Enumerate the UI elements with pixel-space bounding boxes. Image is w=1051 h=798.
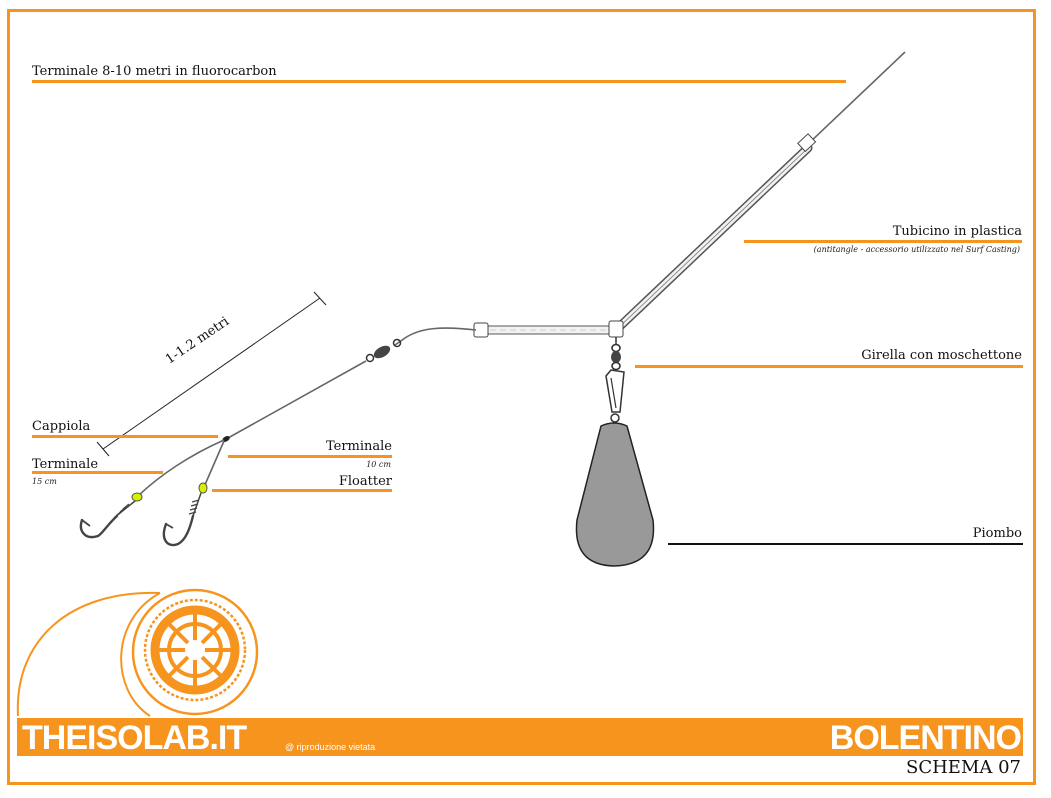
label-tubicino-note: (antitangle - accessorio utilizzato nel …	[813, 245, 1020, 254]
bar-piombo	[668, 543, 1023, 545]
bar-girella	[635, 365, 1023, 368]
label-terminale-15-note: 15 cm	[32, 477, 57, 486]
hook-2	[162, 492, 202, 547]
footer-band	[17, 718, 1023, 756]
floatter-bead-1	[131, 492, 143, 502]
diagram-title: BOLENTINO	[829, 719, 1022, 757]
logo-mark	[16, 588, 259, 717]
label-terminale-10-note: 10 cm	[366, 460, 391, 469]
hook-1	[79, 500, 136, 539]
label-tubicino: Tubicino in plastica	[892, 224, 1022, 239]
length-dimension	[96, 291, 327, 457]
diagram-subtitle: SCHEMA 07	[906, 757, 1021, 778]
snood-line	[227, 360, 367, 439]
label-terminale-10: Terminale	[325, 439, 392, 454]
antitangle-tube	[611, 133, 817, 335]
bar-fluorocarbon	[32, 80, 846, 83]
floatter-bead-2	[198, 482, 208, 494]
label-cappiola: Cappiola	[32, 419, 91, 434]
bar-tubicino	[744, 240, 1022, 243]
sinker	[575, 422, 655, 567]
brand-name: THEISOLAB.IT	[22, 719, 247, 757]
bar-terminale-15	[32, 471, 163, 474]
label-terminale-15: Terminale	[32, 457, 99, 472]
label-floatter: Floatter	[338, 474, 392, 489]
copyright-notice: @ riproduzione vietata	[285, 742, 376, 752]
label-piombo: Piombo	[972, 526, 1022, 541]
main-swivel	[365, 338, 402, 363]
terminal-10-line	[203, 440, 225, 488]
horizontal-tube	[473, 320, 624, 338]
leader-line	[394, 327, 477, 346]
snap-swivel	[605, 337, 625, 423]
label-fluorocarbon: Terminale 8-10 metri in fluorocarbon	[32, 64, 277, 79]
bar-cappiola	[32, 435, 218, 438]
bar-floatter	[212, 489, 392, 492]
terminal-15-line	[137, 439, 225, 497]
bar-terminale-10	[228, 455, 392, 458]
page-frame	[7, 9, 1036, 785]
label-girella: Girella con moschettone	[861, 348, 1022, 363]
loop-knot	[222, 436, 230, 442]
